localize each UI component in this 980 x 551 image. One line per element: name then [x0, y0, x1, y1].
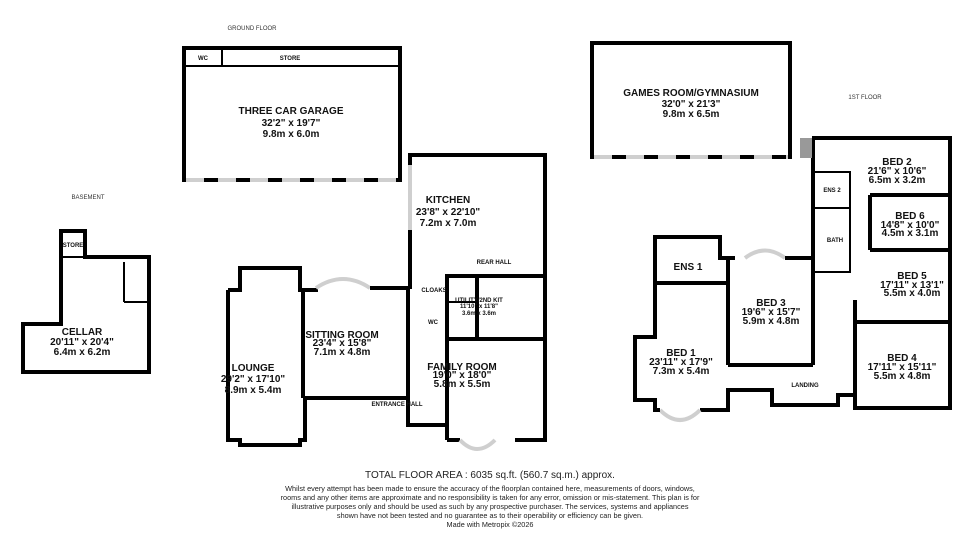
- lounge-imperial: 29'2" x 17'10": [221, 374, 286, 385]
- bed3-name: BED 3: [756, 298, 786, 309]
- bed5-imperial: 17'11" x 13'1": [880, 280, 944, 291]
- lounge-metric: 8.9m x 5.4m: [225, 385, 282, 396]
- first-floor-walls: [633, 136, 952, 422]
- garage-walls: [182, 46, 402, 182]
- bed6-metric: 4.5m x 3.1m: [882, 228, 939, 239]
- sitting-name: SITTING ROOM: [305, 330, 378, 341]
- utility-name: UTILITY/2ND KIT: [455, 298, 503, 304]
- family-name: FAMILY ROOM: [427, 362, 496, 373]
- bed4-metric: 5.5m x 4.8m: [874, 371, 931, 382]
- garage-store-label: STORE: [280, 56, 301, 62]
- games-metric: 9.8m x 6.5m: [663, 109, 720, 120]
- bed4-name: BED 4: [887, 353, 917, 364]
- bed6-imperial: 14'8" x 10'0": [881, 220, 940, 231]
- sitting-metric: 7.1m x 4.8m: [314, 347, 371, 358]
- bed6-name: BED 6: [895, 211, 925, 222]
- entrance-hall-label: ENTRANCE HALL: [372, 402, 423, 408]
- bed1-name: BED 1: [666, 348, 696, 359]
- cellar-metric: 6.4m x 6.2m: [54, 347, 111, 358]
- lounge-name: LOUNGE: [232, 363, 275, 374]
- bed3-imperial: 19'6" x 15'7": [742, 307, 801, 318]
- bed4-imperial: 17'11" x 15'11": [868, 362, 937, 373]
- garage-imperial: 32'2" x 19'7": [262, 118, 321, 129]
- bed1-metric: 7.3m x 5.4m: [653, 366, 710, 377]
- kitchen-name: KITCHEN: [426, 195, 470, 206]
- total-floor-area: TOTAL FLOOR AREA : 6035 sq.ft. (560.7 sq…: [365, 470, 615, 481]
- footer: TOTAL FLOOR AREA : 6035 sq.ft. (560.7 sq…: [280, 470, 700, 529]
- kitchen-metric: 7.2m x 7.0m: [420, 218, 477, 229]
- bed2-metric: 6.5m x 3.2m: [869, 175, 926, 186]
- family-imperial: 19'0" x 18'0": [433, 370, 492, 381]
- first-floor-label: 1ST FLOOR: [848, 95, 882, 101]
- ground-floor-label: GROUND FLOOR: [227, 26, 277, 32]
- games-imperial: 32'0" x 21'3": [662, 99, 721, 110]
- cellar-imperial: 20'11" x 20'4": [50, 337, 114, 348]
- bed2-name: BED 2: [882, 157, 912, 168]
- bed1-imperial: 23'11" x 17'9": [649, 357, 713, 368]
- rear-hall-label: REAR HALL: [477, 260, 512, 266]
- utility-metric: 3.6m x 3.6m: [462, 311, 496, 317]
- garage-wc-label: WC: [198, 56, 209, 62]
- kitchen-imperial: 23'8" x 22'10": [416, 207, 481, 218]
- credit: Made with Metropix ©2026: [446, 520, 534, 529]
- bed2-imperial: 21'6" x 10'6": [868, 166, 927, 177]
- bed3-metric: 5.9m x 4.8m: [743, 316, 800, 327]
- ground-floor-walls: [226, 153, 547, 451]
- cellar-name: CELLAR: [62, 327, 103, 338]
- bed5-metric: 5.5m x 4.0m: [884, 288, 941, 299]
- sitting-imperial: 23'4" x 15'8": [313, 338, 372, 349]
- garage-name: THREE CAR GARAGE: [238, 106, 343, 117]
- bath-label: BATH: [827, 238, 843, 244]
- ens1-label: ENS 1: [674, 262, 703, 273]
- cellar-store-label: STORE: [63, 243, 84, 249]
- cloaks-label: CLOAKS: [421, 288, 446, 294]
- cellar-walls: [21, 229, 151, 374]
- bed5-name: BED 5: [897, 271, 927, 282]
- garage-metric: 9.8m x 6.0m: [263, 129, 320, 140]
- games-name: GAMES ROOM/GYMNASIUM: [623, 88, 759, 99]
- games-room-walls: [590, 41, 792, 159]
- family-metric: 5.8m x 5.5m: [434, 379, 491, 390]
- utility-imperial: 11'10" x 11'8": [460, 304, 498, 310]
- landing-label: LANDING: [791, 383, 819, 389]
- basement-label: BASEMENT: [71, 195, 104, 201]
- ens2-label: ENS 2: [823, 188, 841, 194]
- wc-label: WC: [428, 320, 439, 326]
- disclaimer: Whilst every attempt has been made to en…: [280, 484, 700, 520]
